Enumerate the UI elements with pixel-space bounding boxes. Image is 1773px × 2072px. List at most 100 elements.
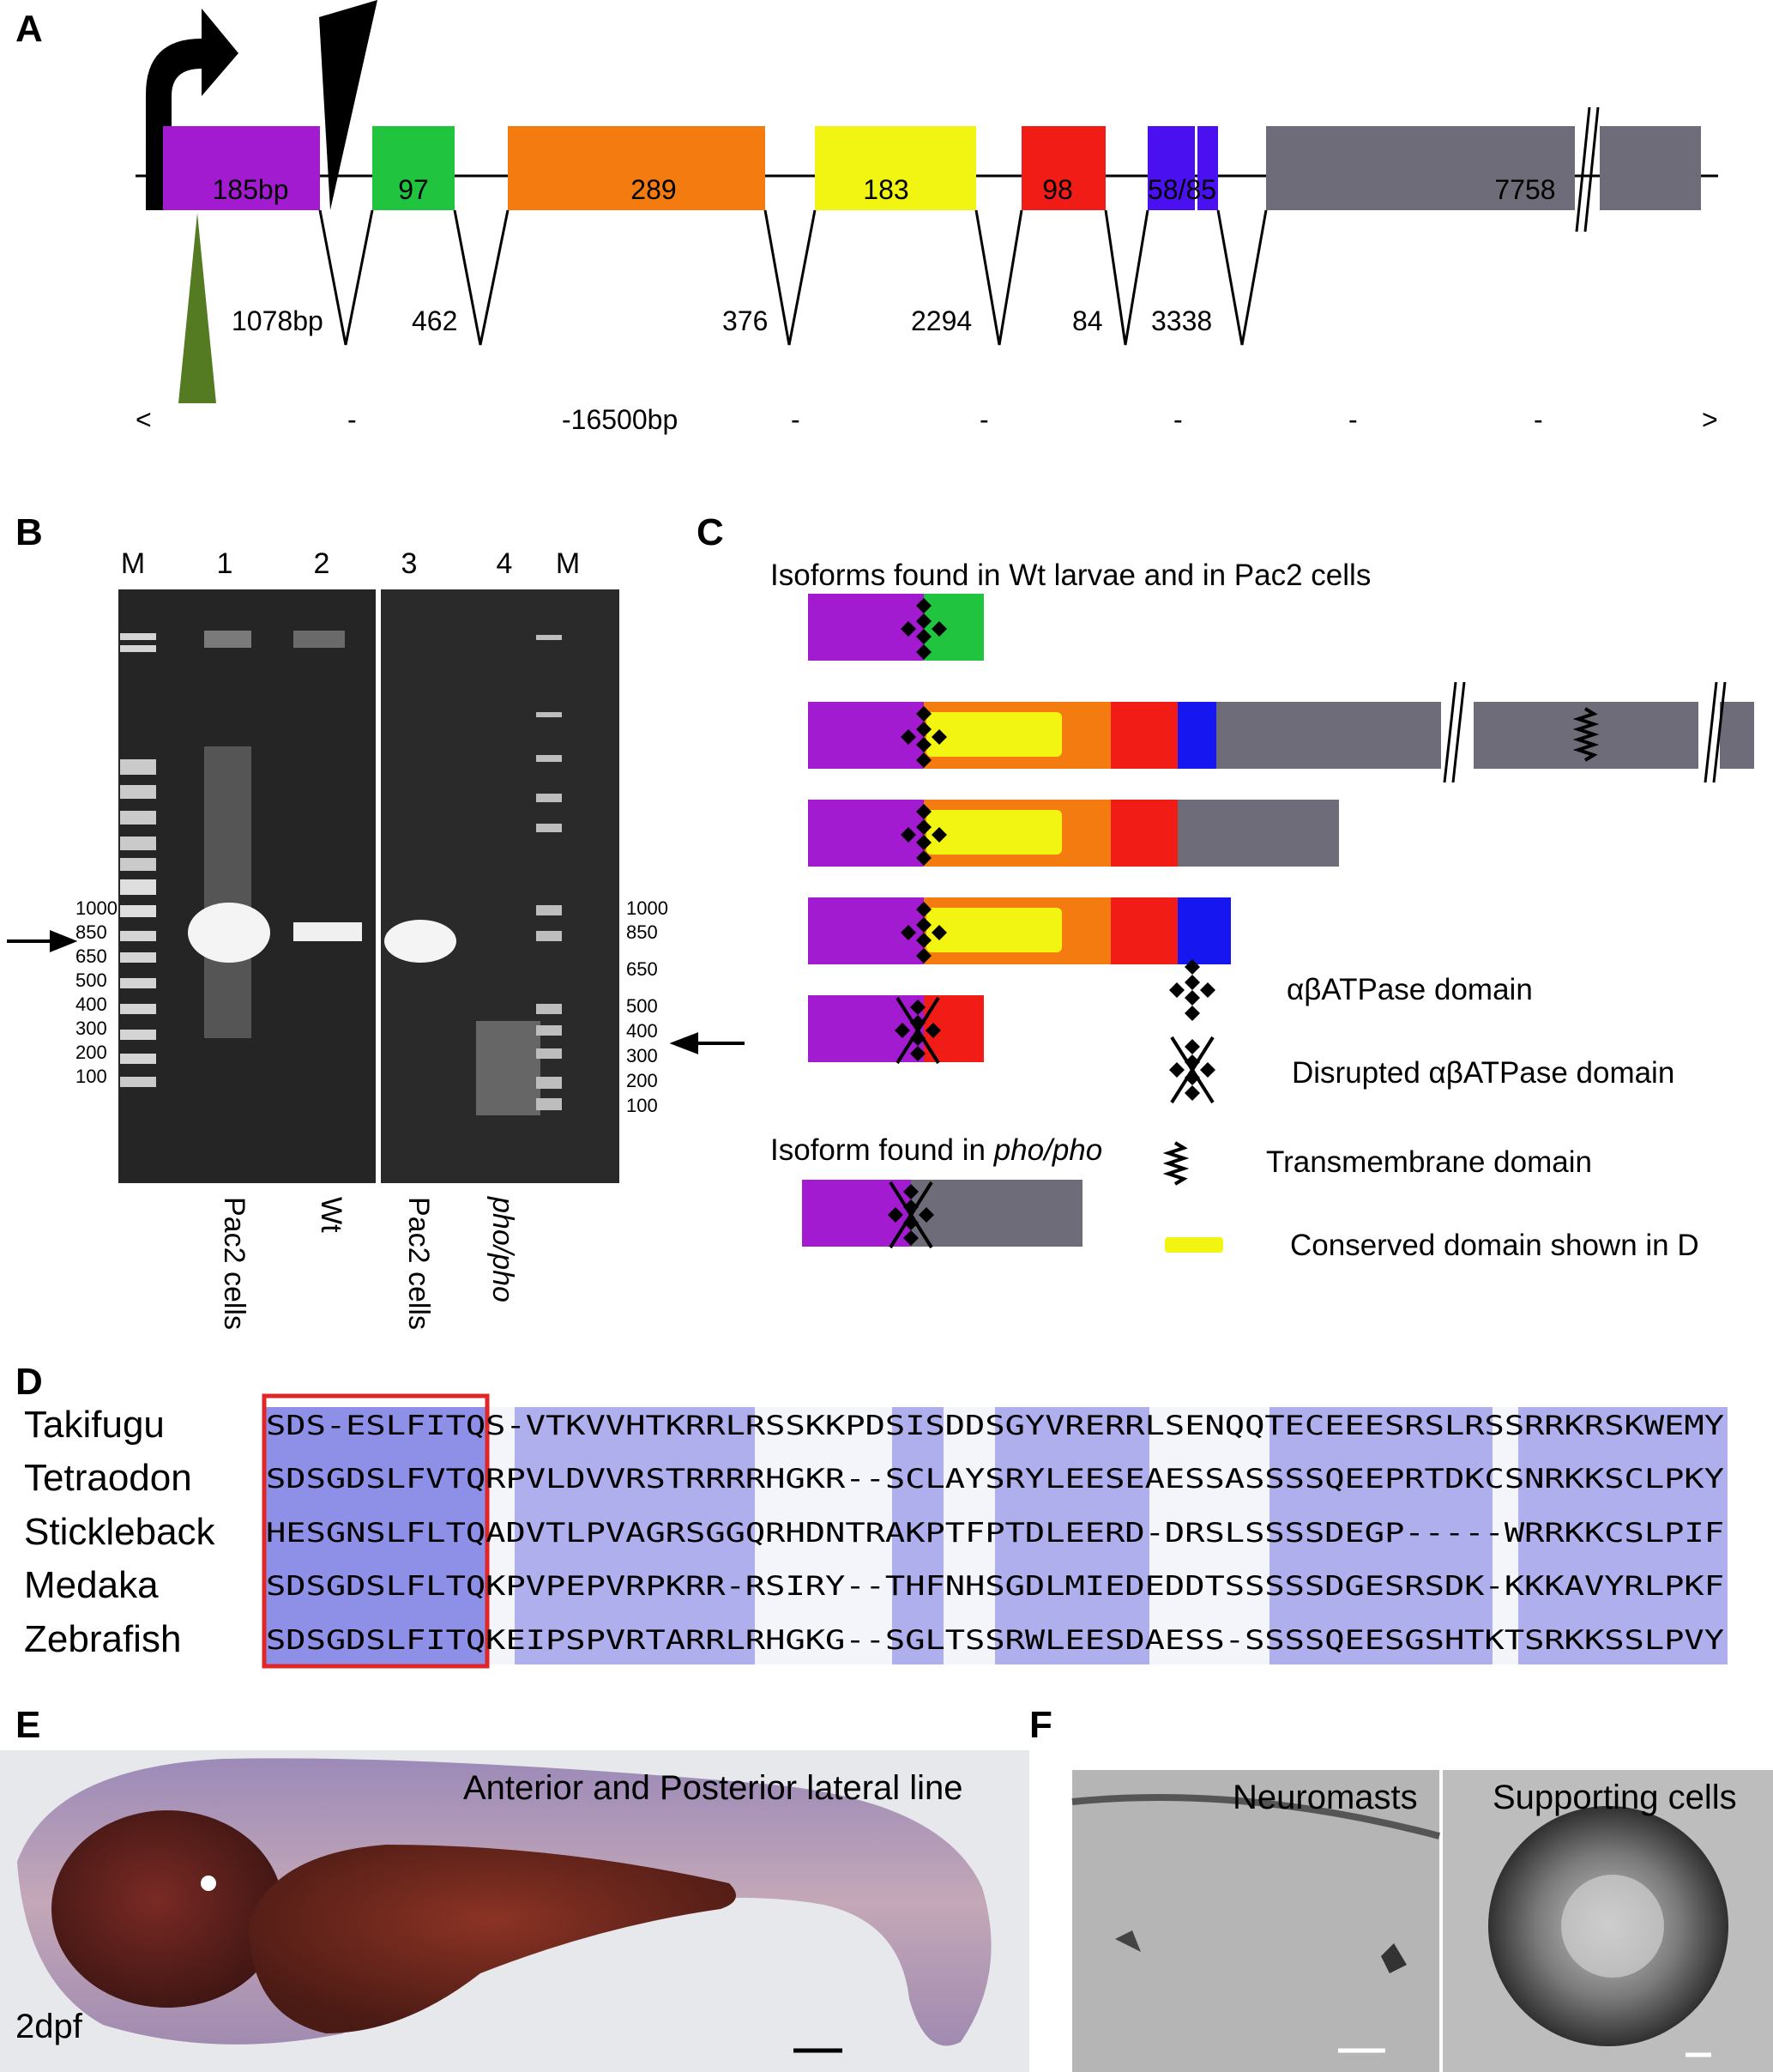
ladder-left-1000: 1000 xyxy=(75,897,118,919)
intron-1-label: 1078bp xyxy=(232,305,323,336)
ladder-left-200: 200 xyxy=(75,1042,107,1063)
alignment-shading xyxy=(264,1407,1728,1664)
lane-2-well xyxy=(293,631,345,648)
lane-3-band xyxy=(384,920,456,963)
exon-5-label: 98 xyxy=(1042,174,1073,205)
legend-conserved-icon xyxy=(1165,1237,1223,1253)
ladder-left-650: 650 xyxy=(75,945,107,967)
ladder-left-500: 500 xyxy=(75,970,107,991)
neuromasts-caption: Neuromasts xyxy=(1233,1779,1418,1816)
ladder-right-200: 200 xyxy=(626,1070,658,1091)
species-medaka: Medaka xyxy=(24,1564,159,1606)
legend-atpase-label: αβATPase domain xyxy=(1287,973,1533,1006)
exon-7-label: 7758 xyxy=(1494,174,1555,205)
sample-pho: pho/pho xyxy=(486,1196,519,1302)
exon-5 xyxy=(1022,126,1106,210)
panel-c-letter: C xyxy=(697,511,724,553)
ladder-left-400: 400 xyxy=(75,994,107,1015)
exon-4-label: 183 xyxy=(863,174,908,205)
morpholino-wedge-icon xyxy=(178,213,216,403)
isoform-2 xyxy=(808,681,1754,783)
species-tetraodon: Tetraodon xyxy=(24,1457,192,1499)
lane-m-right: M xyxy=(556,547,580,580)
exon-6-label: 58/85 xyxy=(1148,174,1216,205)
atpase-domain-icon xyxy=(901,706,947,768)
scale-right: > xyxy=(1702,404,1718,435)
exon-3-label: 289 xyxy=(630,174,676,205)
intron-4-label: 2294 xyxy=(911,305,972,336)
intron-5 xyxy=(1104,209,1149,346)
panel-c: C Isoforms found in Wt larvae and in Pac… xyxy=(697,511,1754,1262)
legend-disrupted-label: Disrupted αβATPase domain xyxy=(1292,1056,1674,1090)
panel-b: B M 1 2 3 4 M xyxy=(7,511,745,1330)
embryo-eye xyxy=(51,1810,283,2008)
right-arrow-icon xyxy=(669,1032,745,1054)
ladder-left-850: 850 xyxy=(75,921,107,943)
scale-dash-3: - xyxy=(980,404,989,435)
conserved-region-box xyxy=(262,1393,490,1669)
break-mark-1 xyxy=(1575,106,1591,233)
exon-6a xyxy=(1148,126,1195,210)
panel-d: D Takifugu Tetraodon Stickleback Medaka … xyxy=(15,1361,1728,1669)
exon-6b xyxy=(1197,126,1218,210)
lane-1-well xyxy=(204,631,251,648)
exon-1-label: 185bp xyxy=(213,174,289,205)
species-takifugu: Takifugu xyxy=(24,1404,165,1446)
isoform-pho xyxy=(802,1180,1082,1249)
eye-highlight xyxy=(201,1876,216,1891)
sample-pac2-2: Pac2 cells xyxy=(402,1197,435,1330)
lane-1-band xyxy=(188,903,270,963)
lane-2-band xyxy=(293,922,362,941)
lateral-line-caption: Anterior and Posterior lateral line xyxy=(463,1769,963,1807)
intron-1 xyxy=(318,209,374,346)
supporting-cells-caption: Supporting cells xyxy=(1493,1779,1737,1816)
seq-stickleback: HESGNSLFLTQADVTLPVAGRSGGQRHDNTRAKPTFPTDL… xyxy=(266,1518,1724,1549)
legend: αβATPase domain Disrupted αβATPase domai… xyxy=(1162,959,1699,1262)
isoform-1 xyxy=(808,594,984,661)
intron-3-label: 376 xyxy=(722,305,768,336)
sample-wt: Wt xyxy=(315,1197,347,1233)
heading-pho-isoform: Isoform found in pho/pho xyxy=(770,1133,1102,1167)
isoform-3 xyxy=(808,800,1339,867)
ladder-left-100: 100 xyxy=(75,1066,107,1087)
ladder-right-1000: 1000 xyxy=(626,897,668,919)
ladder-left xyxy=(120,633,156,1087)
panel-a-letter: A xyxy=(15,8,43,50)
intron-4 xyxy=(974,209,1023,346)
panel-f: F Neuromasts Supporting cells xyxy=(1029,1704,1773,2072)
species-zebrafish: Zebrafish xyxy=(24,1618,181,1660)
seq-takifugu: SDS-ESLFITQS-VTKVVHTKRRLRSSKKPDSISDDSGYV… xyxy=(266,1411,1724,1441)
ladder-right xyxy=(536,635,562,1110)
disrupted-atpase-domain-icon xyxy=(888,1181,934,1249)
exon-3 xyxy=(508,126,765,210)
supporting-cell-center xyxy=(1561,1875,1664,1978)
neuromast-cell-1 xyxy=(1381,1943,1407,1973)
panel-f-letter: F xyxy=(1029,1704,1052,1746)
legend-conserved-label: Conserved domain shown in D xyxy=(1290,1229,1699,1262)
lane-m-left: M xyxy=(121,547,145,580)
atpase-domain-icon xyxy=(901,902,947,964)
scale-dash-1: - xyxy=(347,404,357,435)
panel-a: A 185bp 97 289 183 98 58/85 7758 xyxy=(15,0,1718,435)
lane-3: 3 xyxy=(401,547,418,580)
ladder-right-500: 500 xyxy=(626,995,658,1017)
sample-pac2-1: Pac2 cells xyxy=(218,1197,250,1330)
heading-wt-isoforms: Isoforms found in Wt larvae and in Pac2 … xyxy=(770,559,1371,592)
legend-transmembrane-icon xyxy=(1162,1141,1190,1186)
panel-e-letter: E xyxy=(15,1704,40,1746)
seq-tetraodon: SDSGDSLFVTQRPVLDVVRSTRRRRHGKR--SCLAYSRYL… xyxy=(266,1464,1724,1495)
scale-dash-5: - xyxy=(1348,404,1358,435)
exon-7b xyxy=(1600,126,1701,210)
exon-1 xyxy=(163,126,320,210)
neuromast-stripe xyxy=(1071,1794,1441,1839)
exon-2-label: 97 xyxy=(398,174,429,205)
transmembrane-domain-icon xyxy=(1572,707,1600,762)
left-arrow-icon xyxy=(7,930,78,952)
break-mark-2 xyxy=(1583,106,1600,233)
species-stickleback: Stickleback xyxy=(24,1511,216,1553)
ladder-right-850: 850 xyxy=(626,921,658,943)
scale-dash-2: - xyxy=(791,404,800,435)
legend-transmembrane-label: Transmembrane domain xyxy=(1266,1145,1592,1179)
scale-left: < xyxy=(136,404,152,435)
